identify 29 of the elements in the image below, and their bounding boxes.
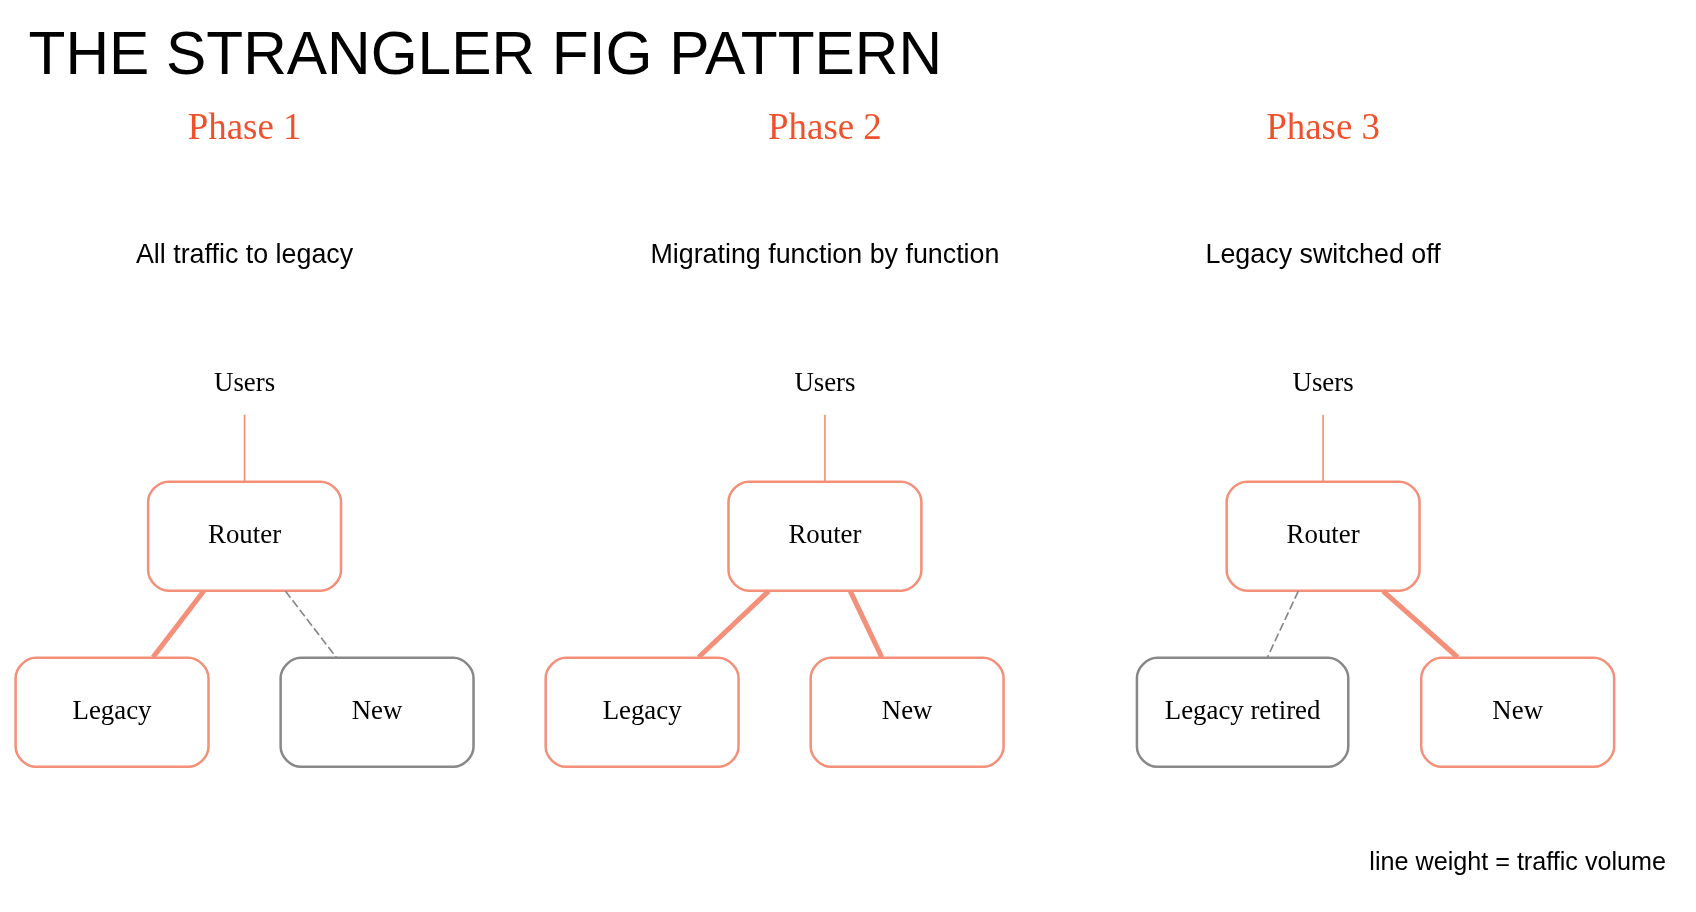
connector	[151, 589, 206, 659]
label: All traffic to legacy	[135, 238, 354, 269]
label: Legacy switched off	[1205, 238, 1441, 269]
node-text: Users	[214, 366, 276, 397]
label: Phase 1	[187, 105, 302, 147]
connector	[1266, 589, 1300, 658]
connector	[1381, 588, 1460, 659]
node-box: New	[809, 656, 1005, 768]
connector	[696, 588, 771, 659]
node-box: Legacy	[544, 656, 740, 768]
label: line weight = traffic volume	[1369, 846, 1667, 875]
connector	[824, 413, 826, 482]
label: Phase 3	[1266, 105, 1380, 147]
diagram-title: THE STRANGLER FIG PATTERN	[28, 18, 943, 87]
label: Phase 2	[768, 105, 882, 147]
node-box: Router	[146, 479, 343, 592]
connector	[1322, 413, 1324, 482]
connector	[284, 589, 337, 658]
node-box: Router	[1225, 479, 1421, 592]
connector	[243, 413, 246, 482]
node-box: New	[279, 656, 475, 768]
node-box: New	[1420, 656, 1616, 768]
node-text: Users	[794, 366, 856, 397]
label: Migrating function by function	[650, 238, 1000, 269]
node-box: Legacy	[14, 656, 210, 768]
node-box: Router	[727, 479, 923, 592]
connector	[848, 589, 884, 658]
node-text: Users	[1292, 366, 1354, 397]
node-box: Legacy retired	[1135, 656, 1350, 768]
